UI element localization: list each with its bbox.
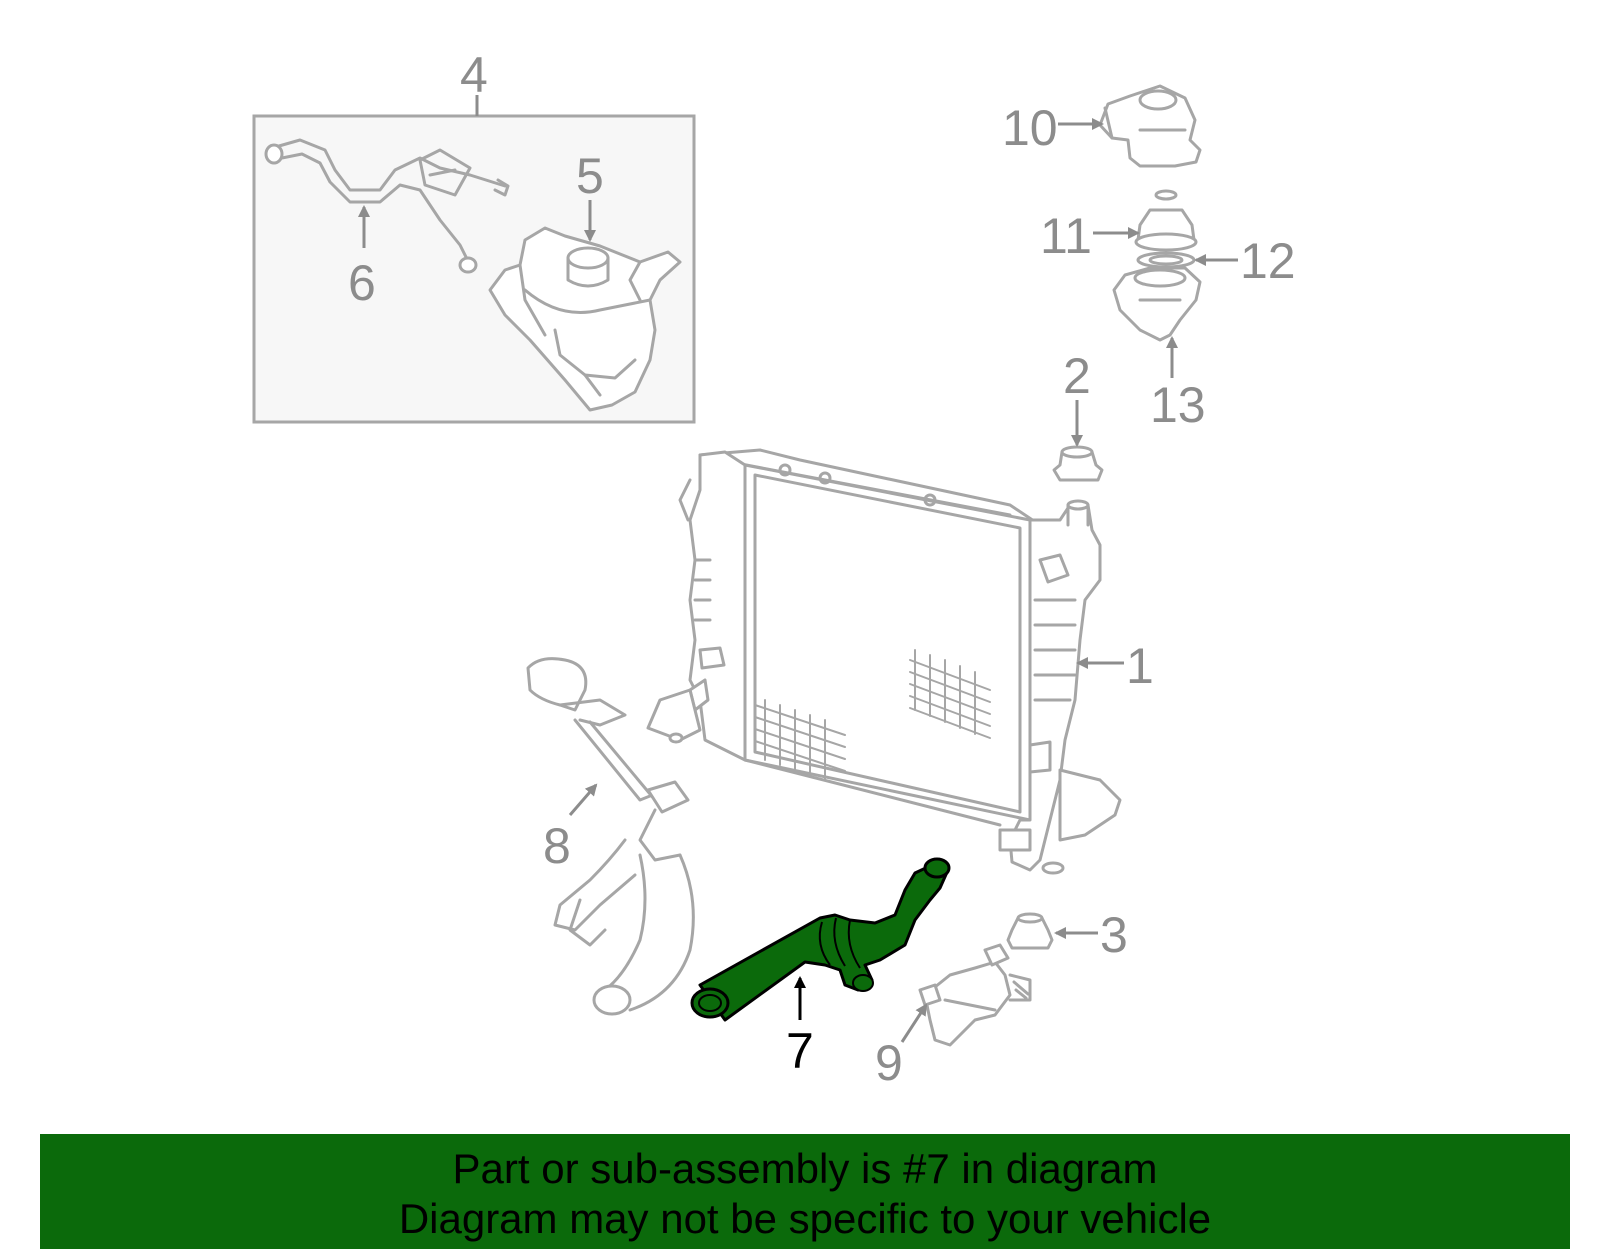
callout-3: 3 [1100,907,1128,963]
radiator-fin-grid [754,649,991,781]
radiator-cap [1052,445,1104,482]
callout-4: 4 [460,47,488,103]
part-info-banner: Part or sub-assembly is #7 in diagram Di… [40,1134,1570,1249]
callout-8: 8 [543,818,571,874]
callout-13: 13 [1150,377,1206,433]
thermostat-housing [1098,84,1202,168]
callout-11: 11 [1040,208,1092,264]
callout-1: 1 [1126,638,1154,694]
upper-radiator-hose [526,657,695,1016]
thermostat [1134,189,1198,252]
callout-10: 10 [1002,100,1058,156]
coolant-valve [918,943,1032,1047]
thermostat-gasket [1136,251,1196,269]
callout-12: 12 [1240,233,1296,289]
callout-2: 2 [1063,348,1091,404]
drain-cap [1006,912,1054,950]
water-outlet [1112,266,1202,342]
callout-7: 7 [786,1023,814,1079]
coolant-reservoir [488,226,682,412]
callout-9: 9 [875,1035,903,1091]
overflow-hose [264,138,510,274]
banner-line-1: Part or sub-assembly is #7 in diagram [452,1145,1158,1192]
callout-6: 6 [348,255,376,311]
lower-radiator-hose-highlighted [690,857,951,1022]
banner-line-2: Diagram may not be specific to your vehi… [398,1195,1212,1242]
callout-5: 5 [576,148,604,204]
radiator [646,448,1122,875]
